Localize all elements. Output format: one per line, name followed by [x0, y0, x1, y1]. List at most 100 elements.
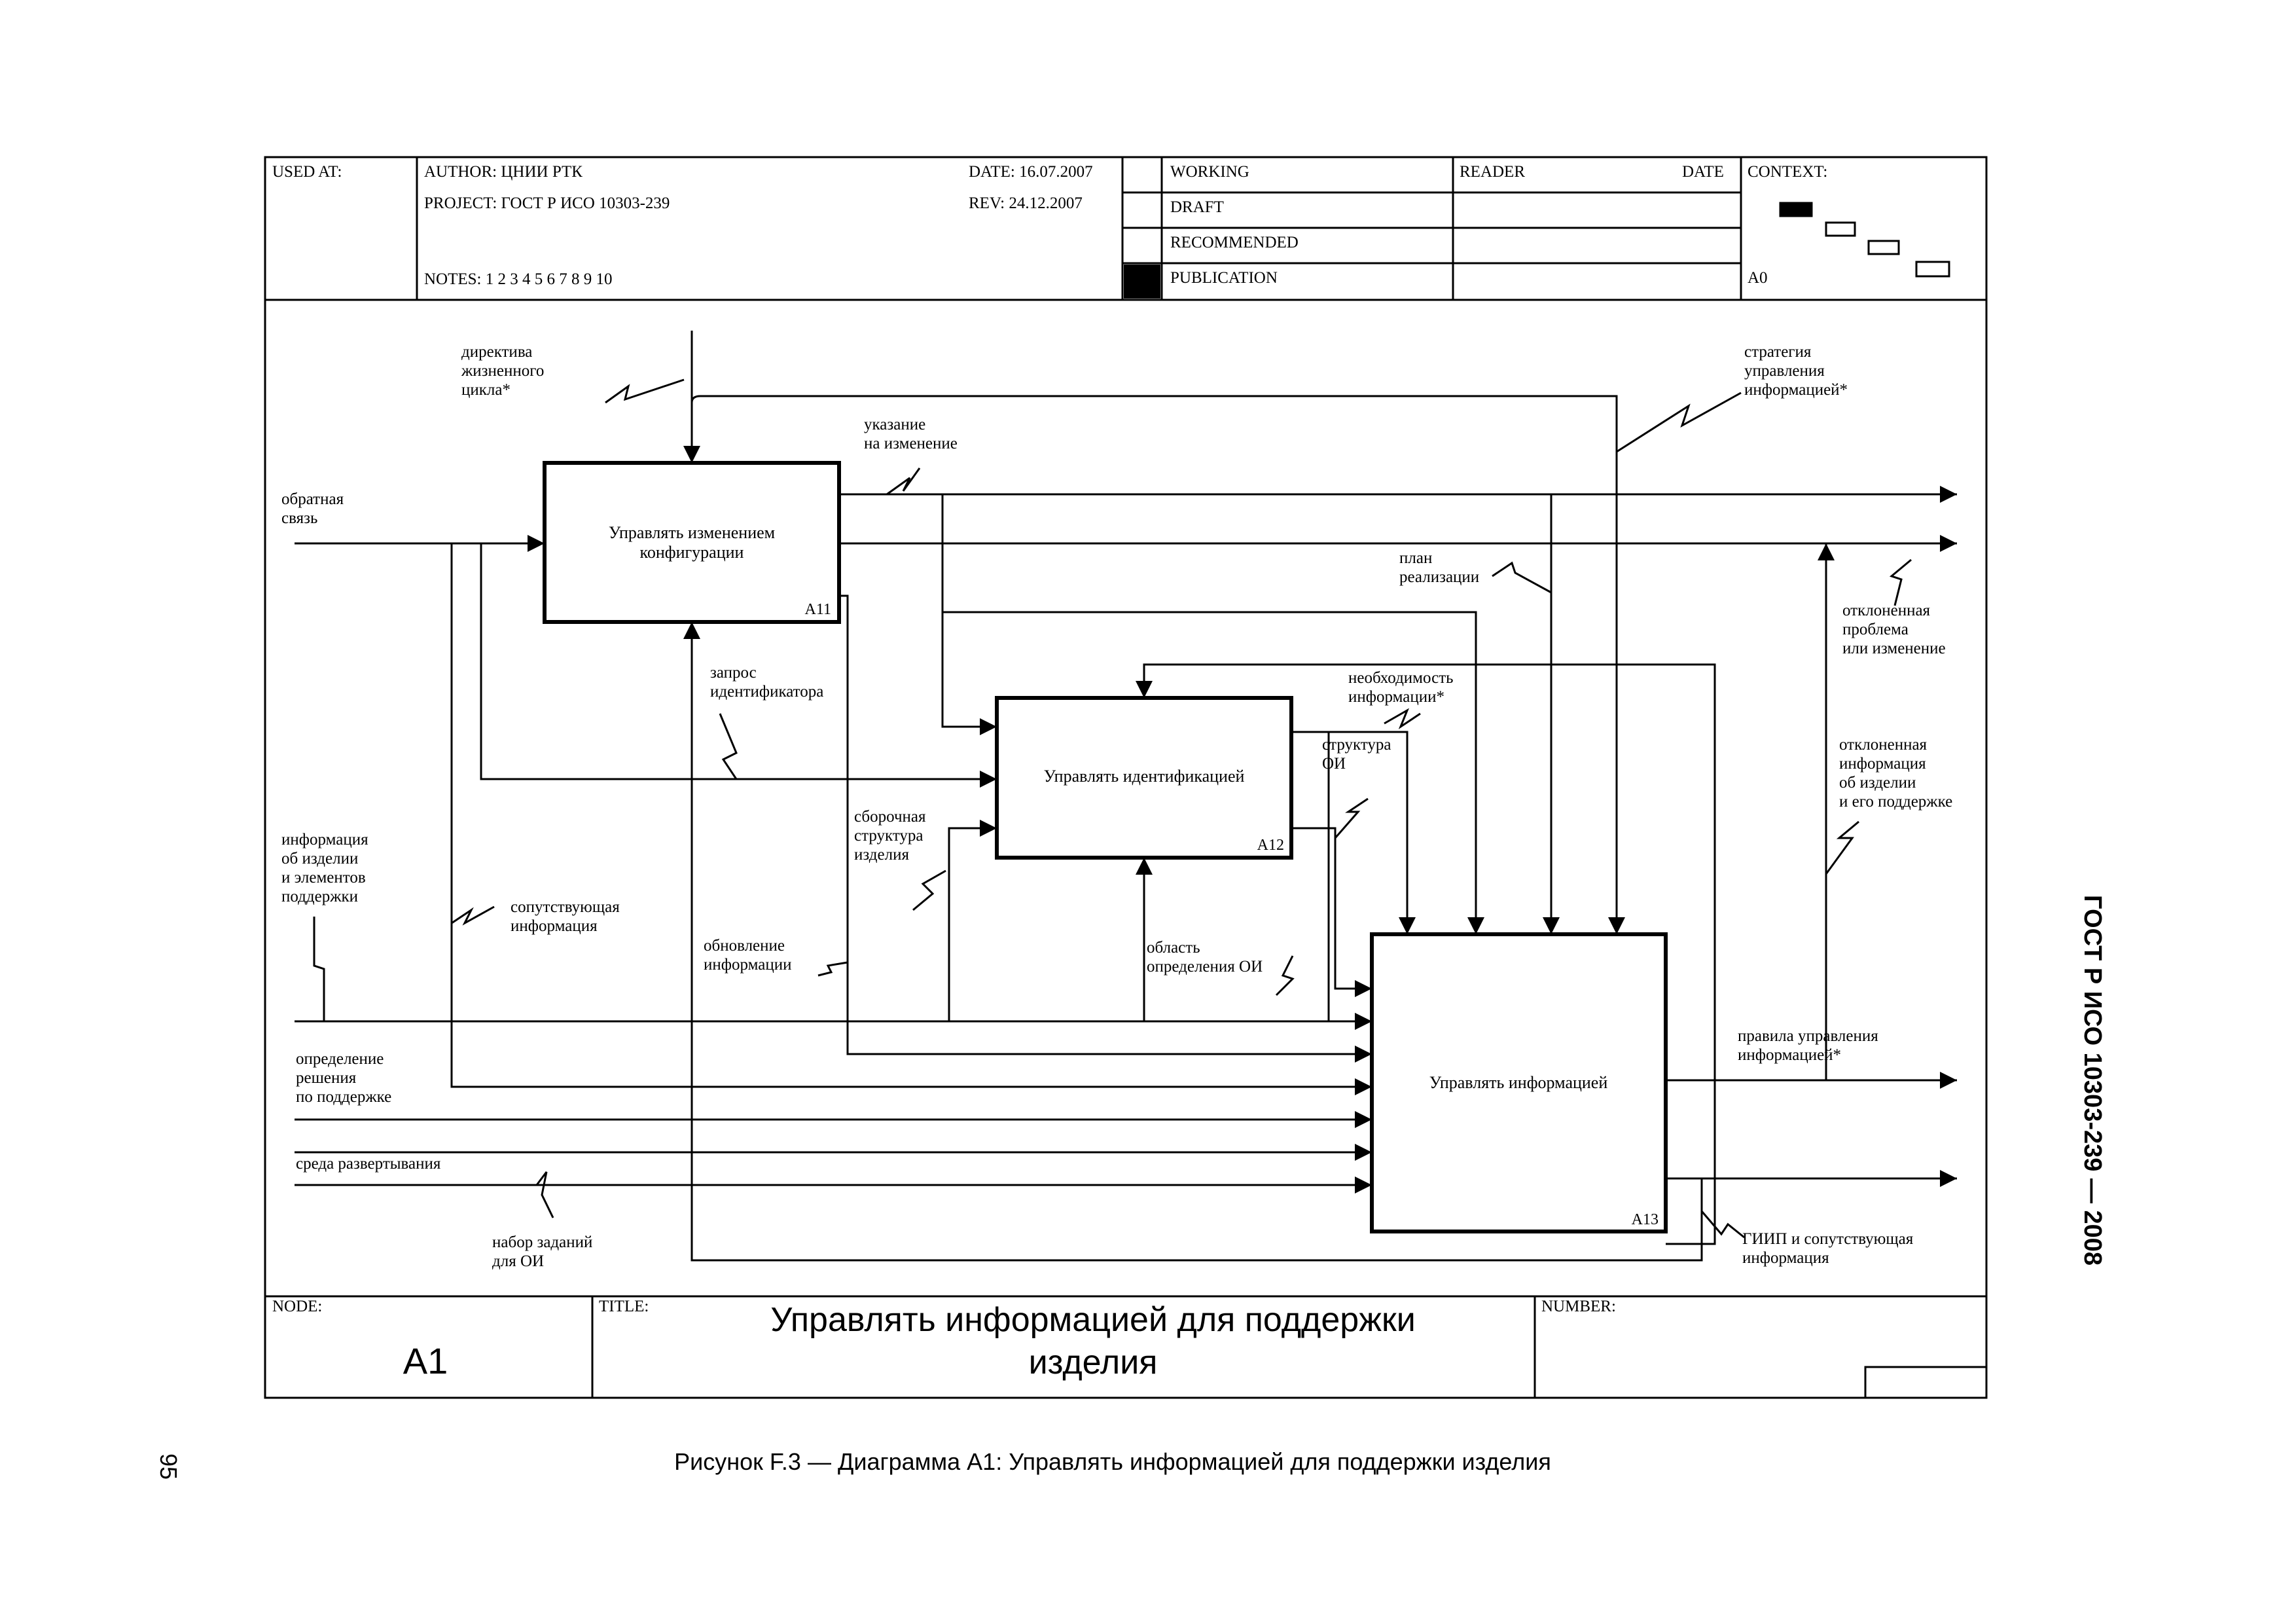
svg-text:информация: информация	[511, 917, 598, 935]
label-deploy-env: среда развертывания	[296, 1155, 441, 1173]
header-reader: READER	[1460, 163, 1525, 181]
label-assy-structure: сборочная структура изделия	[854, 808, 926, 864]
svg-text:жизненного: жизненного	[461, 362, 544, 380]
arrow-a12-to-a13[interactable]	[1291, 731, 1372, 1030]
svg-text:обратная: обратная	[281, 490, 344, 508]
svg-text:отклоненная: отклоненная	[1839, 736, 1928, 754]
header-reader-date: DATE	[1682, 163, 1724, 181]
footer-number-label: NUMBER:	[1541, 1298, 1616, 1315]
svg-text:информации*: информации*	[1348, 688, 1444, 706]
label-scope: область определения ОИ	[1147, 939, 1263, 976]
svg-text:об изделии: об изделии	[281, 850, 358, 867]
a11-title-line1: Управлять изменением	[609, 523, 775, 542]
svg-text:структура: структура	[854, 827, 924, 845]
header-used-at: USED AT:	[272, 163, 342, 181]
arrow-feedback-to-a12[interactable]	[480, 543, 997, 788]
label-rules: правила управления информацией*	[1738, 1027, 1878, 1064]
arrow-info-need[interactable]	[1291, 731, 1416, 934]
label-strategy: стратегия управления информацией*	[1744, 343, 1848, 399]
svg-text:необходимость: необходимость	[1348, 669, 1454, 687]
svg-text:об изделии: об изделии	[1839, 774, 1916, 792]
label-change-instruction: указание на изменение	[864, 416, 958, 452]
arrow-structure[interactable]	[1291, 827, 1372, 997]
svg-text:ГИИП и сопутствующая: ГИИП и сопутствующая	[1742, 1230, 1914, 1248]
svg-text:указание: указание	[864, 416, 925, 433]
svg-text:стратегия: стратегия	[1744, 343, 1812, 361]
header-context-node: A0	[1748, 269, 1768, 287]
arrow-plan[interactable]	[942, 611, 1484, 934]
svg-text:цикла*: цикла*	[461, 381, 511, 399]
label-leaders	[313, 378, 1912, 1239]
arrow-strategy[interactable]	[691, 393, 1625, 934]
header-context: CONTEXT:	[1748, 163, 1827, 181]
footer-node-label: NODE:	[272, 1298, 322, 1315]
svg-text:область: область	[1147, 939, 1200, 957]
publication-status-mark	[1124, 264, 1160, 299]
diagram-frame	[264, 156, 1988, 1399]
label-info-update: обновление информации	[704, 937, 791, 974]
arrow-feedback-loop-a11[interactable]	[683, 622, 1703, 1262]
label-task-set: набор заданий для ОИ	[492, 1233, 592, 1270]
svg-text:решения: решения	[296, 1069, 357, 1087]
arrow-info-need-loop[interactable]	[1136, 663, 1716, 1245]
header-notes: NOTES: 1 2 3 4 5 6 7 8 9 10	[424, 270, 613, 288]
svg-text:сопутствующая: сопутствующая	[511, 898, 620, 916]
svg-text:идентификатора: идентификатора	[710, 683, 823, 701]
label-id-request: запрос идентификатора	[710, 664, 823, 701]
status-working: WORKING	[1170, 163, 1249, 181]
svg-text:связь: связь	[281, 509, 317, 527]
svg-text:обновление: обновление	[704, 937, 785, 955]
arrow-assy-structure[interactable]	[948, 820, 997, 1021]
arrow-change-to-a13[interactable]	[1538, 493, 1560, 934]
footer-node-value: A1	[403, 1340, 448, 1381]
status-publication: PUBLICATION	[1170, 269, 1278, 287]
svg-text:по поддержке: по поддержке	[296, 1088, 391, 1106]
footer-title-line1: Управлять информацией для поддержки	[770, 1301, 1416, 1339]
label-rejected-problem: отклоненная проблема или изменение	[1842, 602, 1946, 657]
svg-text:информация: информация	[1839, 755, 1926, 773]
label-plan: план реализации	[1399, 549, 1479, 586]
label-info-need: необходимость информации*	[1348, 669, 1454, 706]
svg-text:реализации: реализации	[1399, 568, 1479, 586]
label-feedback: обратная связь	[281, 490, 344, 527]
svg-text:определения ОИ: определения ОИ	[1147, 958, 1263, 976]
svg-text:информацией*: информацией*	[1744, 381, 1848, 399]
a11-title-line2: конфигурации	[640, 543, 744, 562]
svg-text:для ОИ: для ОИ	[492, 1252, 544, 1270]
arrow-info-update[interactable]	[839, 594, 1372, 1063]
arrow-rejected-info[interactable]	[1666, 543, 1835, 1082]
svg-text:или изменение: или изменение	[1842, 640, 1946, 657]
arrow-change-to-a12[interactable]	[929, 493, 997, 735]
svg-text:структура: структура	[1322, 736, 1391, 754]
a12-title: Управлять идентификацией	[1044, 767, 1245, 786]
svg-text:среда развертывания: среда развертывания	[296, 1155, 441, 1173]
svg-text:ОИ: ОИ	[1322, 755, 1346, 773]
activity-box-a13[interactable]	[1370, 932, 1668, 1233]
label-product-info: информация об изделии и элементов поддер…	[281, 831, 368, 905]
svg-text:проблема: проблема	[1842, 621, 1909, 638]
a13-code: A13	[1632, 1211, 1659, 1228]
svg-text:информации: информации	[704, 956, 791, 974]
label-support-decision: определение решения по поддержке	[296, 1050, 391, 1106]
svg-text:поддержки: поддержки	[281, 888, 358, 905]
svg-text:и его поддержке: и его поддержке	[1839, 793, 1952, 811]
page-number: 95	[155, 1453, 182, 1480]
label-structure: структура ОИ	[1322, 736, 1391, 773]
figure-caption: Рисунок F.3 — Диаграмма А1: Управлять ин…	[674, 1448, 1551, 1475]
svg-text:отклоненная: отклоненная	[1842, 602, 1931, 619]
a13-title: Управлять информацией	[1429, 1073, 1608, 1092]
header-date: DATE: 16.07.2007	[969, 163, 1093, 181]
side-standard-label: ГОСТ Р ИСО 10303-239 — 2008	[2079, 895, 2106, 1266]
footer-title-line2: изделия	[1029, 1343, 1158, 1381]
arrow-accompanying[interactable]	[450, 543, 1372, 1095]
svg-text:и элементов: и элементов	[281, 869, 366, 886]
footer-title-label: TITLE:	[599, 1298, 649, 1315]
svg-text:запрос: запрос	[710, 664, 757, 682]
label-accompanying: сопутствующая информация	[511, 898, 620, 935]
svg-text:управления: управления	[1744, 362, 1825, 380]
svg-text:изделия: изделия	[854, 846, 909, 864]
svg-text:правила управления: правила управления	[1738, 1027, 1878, 1045]
context-thumbnail	[1779, 202, 1950, 278]
label-directive: директива жизненного цикла*	[461, 343, 544, 399]
